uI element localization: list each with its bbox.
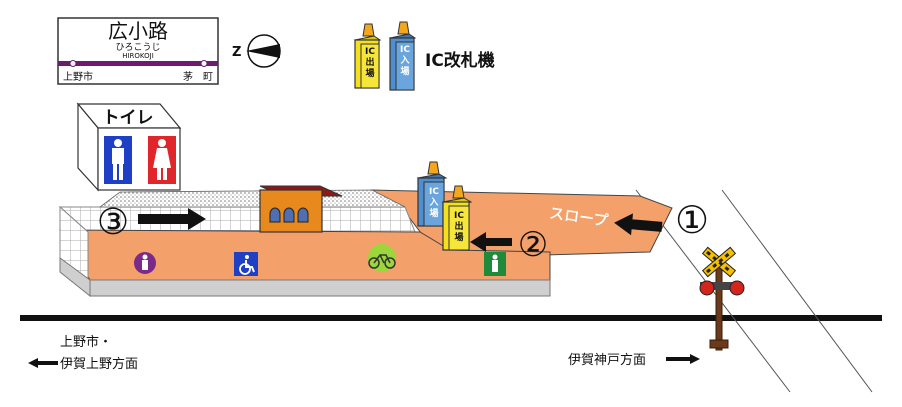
direction-right: 伊賀神戸方面 xyxy=(568,352,700,368)
station-sign: 広小路 ひろこうじ HIROKOJI 上野市 茅 町 xyxy=(57,17,219,85)
sign-prev-station: 上野市 xyxy=(63,70,93,83)
route-2: ② xyxy=(470,225,548,265)
direction-left: 上野市・ 伊賀上野方面 xyxy=(28,334,138,372)
svg-text:出: 出 xyxy=(365,56,374,68)
sign-stripe xyxy=(58,61,218,66)
ic-entry-gate-icon: IC 入 場 xyxy=(388,21,417,91)
woman-icon xyxy=(153,139,171,180)
svg-text:IC: IC xyxy=(365,47,375,57)
toilet-floor-icon xyxy=(134,252,156,274)
right-arrow-icon xyxy=(666,354,700,364)
wheelchair-icon xyxy=(234,252,258,276)
svg-text:IC: IC xyxy=(454,211,464,221)
svg-text:入: 入 xyxy=(399,55,409,66)
svg-text:入: 入 xyxy=(428,197,438,208)
platform-ic-exit-gate: IC 出 場 xyxy=(441,185,473,251)
route-3: ③ xyxy=(97,202,206,243)
sign-dot-right xyxy=(200,60,208,67)
platform-ic-entry-gate: IC 入 場 xyxy=(416,161,448,227)
route-3-number: ③ xyxy=(97,202,129,243)
svg-text:場: 場 xyxy=(429,207,438,219)
exit-person-icon xyxy=(484,252,506,276)
svg-text:IC: IC xyxy=(429,187,439,197)
svg-text:場: 場 xyxy=(454,231,463,243)
ic-gate-legend: IC 出 場 IC 入 場 IC改札機 xyxy=(353,21,495,91)
man-icon xyxy=(112,139,124,180)
svg-text:IC: IC xyxy=(400,45,410,55)
toilet: トイレ xyxy=(76,102,182,192)
compass-letter: Z xyxy=(232,45,241,60)
bicycle-icon xyxy=(368,244,396,272)
platform-front-edge xyxy=(89,279,551,297)
route-1-arrow-icon xyxy=(614,213,663,236)
bench-icon xyxy=(269,207,309,223)
shelter xyxy=(259,185,343,233)
railway-track xyxy=(20,315,882,321)
route-1-number: ① xyxy=(675,198,709,242)
route-1: ① xyxy=(614,198,709,242)
direction-left-line1: 上野市・ xyxy=(60,334,112,350)
route-3-arrow-icon xyxy=(138,208,206,230)
platform-back-area xyxy=(98,189,406,208)
left-arrow-icon xyxy=(28,358,58,368)
svg-text:場: 場 xyxy=(365,67,374,79)
station-romaji: HIROKOJI xyxy=(122,52,154,60)
sign-dot-left xyxy=(69,60,77,67)
toilet-label: トイレ xyxy=(103,108,154,128)
direction-left-line2: 伊賀上野方面 xyxy=(60,356,138,372)
route-2-number: ② xyxy=(518,225,548,265)
station-name: 広小路 xyxy=(108,19,168,43)
route-2-arrow-icon xyxy=(470,232,512,252)
svg-text:出: 出 xyxy=(454,220,463,232)
ic-exit-gate-icon: IC 出 場 xyxy=(353,23,382,89)
direction-right-label: 伊賀神戸方面 xyxy=(568,352,646,368)
svg-text:場: 場 xyxy=(400,65,409,77)
compass: Z xyxy=(232,34,281,68)
station-furigana: ひろこうじ xyxy=(115,42,160,53)
compass-needle-icon xyxy=(246,44,280,58)
road-edge-right xyxy=(721,189,873,393)
ic-legend-title: IC改札機 xyxy=(425,50,495,71)
railroad-crossing-icon xyxy=(699,246,745,351)
sign-next-station: 茅 町 xyxy=(183,71,213,83)
